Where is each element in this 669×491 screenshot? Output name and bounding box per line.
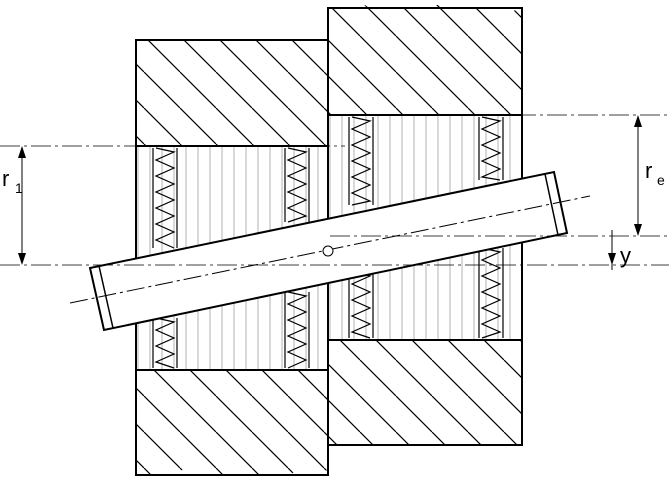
roller-right-a-bottom <box>350 271 372 339</box>
dimension-r1: r 1 <box>2 146 26 265</box>
left-housing-top <box>136 40 328 146</box>
bearing-rollers <box>152 116 504 369</box>
re-subscript: e <box>657 172 665 188</box>
pivot-center <box>322 245 334 257</box>
y-arrow <box>608 253 616 265</box>
re-arrow-bottom <box>634 224 642 236</box>
left-housing-bottom <box>136 370 328 475</box>
r1-arrow-top <box>18 146 26 158</box>
r1-subscript: 1 <box>15 180 23 196</box>
roller-right-b-bottom <box>480 247 502 339</box>
r1-label: r <box>2 166 9 191</box>
tilted-shaft <box>69 170 591 332</box>
r1-arrow-bottom <box>18 253 26 265</box>
re-arrow-top <box>634 115 642 127</box>
right-housing-top <box>328 5 522 115</box>
roller-left-a-bottom <box>154 317 176 369</box>
right-housing-bottom <box>328 340 522 445</box>
dimension-y: y <box>608 230 631 270</box>
roller-right-b-top <box>479 116 502 181</box>
shaft-right-chamfer <box>544 173 559 236</box>
re-label: r <box>645 158 652 183</box>
roller-left-b-top <box>286 147 308 223</box>
roller-left-b-bottom <box>286 291 308 369</box>
y-label: y <box>620 243 631 268</box>
shaft-left-chamfer <box>98 265 114 329</box>
dimension-re: r e <box>634 115 665 236</box>
roller-right-a-top <box>350 116 372 206</box>
roller-left-a-top <box>154 147 176 249</box>
